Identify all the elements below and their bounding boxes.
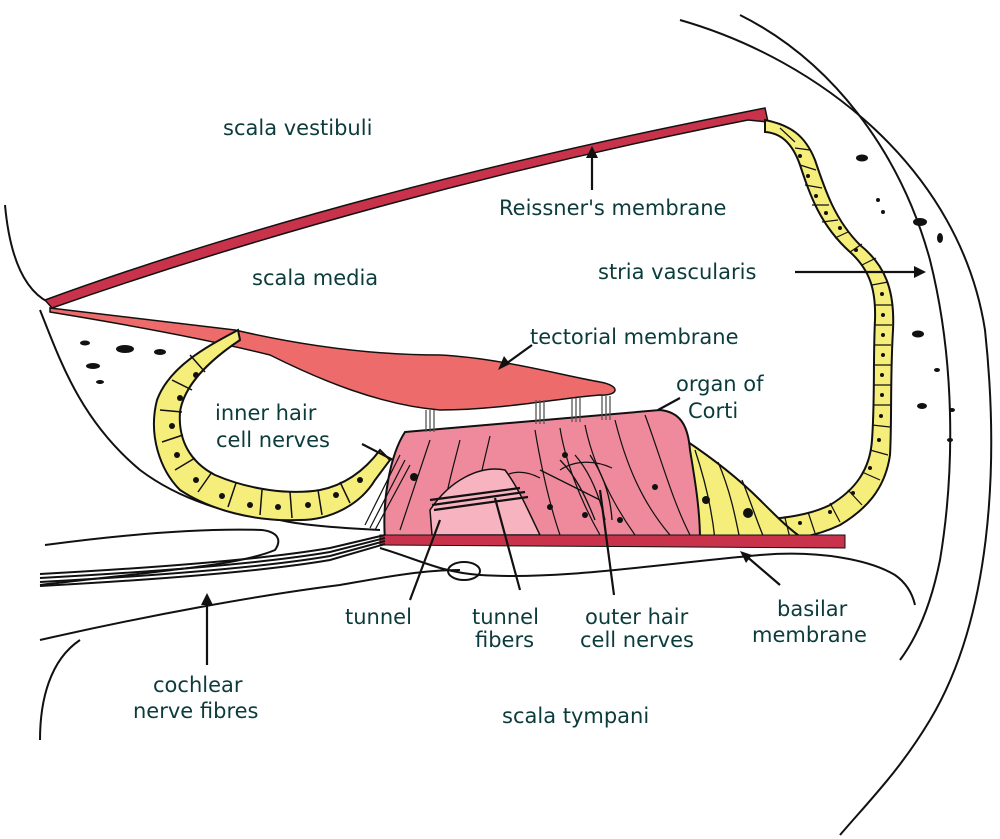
stereocilia xyxy=(425,396,611,432)
outer-cell-nuclei xyxy=(702,496,753,518)
label-outer-hair-2: cell nerves xyxy=(580,628,694,652)
label-cochlear-2: nerve fibres xyxy=(133,699,258,723)
label-inner-hair-1: inner hair xyxy=(215,401,317,425)
label-scala-vestibuli: scala vestibuli xyxy=(223,116,372,140)
label-reissners-membrane: Reissner's membrane xyxy=(499,196,726,220)
label-scala-tympani: scala tympani xyxy=(502,704,649,728)
scala-tympani-floor xyxy=(39,639,81,741)
osseous-spiral-lamina-lower xyxy=(39,569,461,641)
label-tectorial-membrane: tectorial membrane xyxy=(530,325,739,349)
pointer-lines xyxy=(201,146,926,665)
label-scala-media: scala media xyxy=(252,266,378,290)
outer-wall-arc xyxy=(679,19,993,836)
label-group: scala vestibuli Reissner's membrane scal… xyxy=(133,116,867,728)
label-basilar-2: membrane xyxy=(752,623,867,647)
tectorial-membrane-shape xyxy=(49,307,616,411)
label-inner-hair-2: cell nerves xyxy=(216,428,330,452)
organ-nuclei xyxy=(410,452,658,523)
label-tunnel: tunnel xyxy=(345,605,412,629)
spiral-limbus-outline xyxy=(39,309,381,531)
label-outer-hair-1: outer hair xyxy=(585,605,689,629)
label-basilar-1: basilar xyxy=(777,597,848,621)
inner-hair-nerve-lines xyxy=(364,454,411,531)
basilar-membrane-shape xyxy=(379,534,846,549)
modiolus-wall xyxy=(4,204,49,303)
stria-nuclei xyxy=(798,154,885,525)
label-stria-vascularis: stria vascularis xyxy=(598,260,756,284)
label-organ-of-corti-1: organ of xyxy=(676,372,764,396)
inner-sulcus-nuclei xyxy=(169,372,363,510)
nerve-canal xyxy=(447,561,481,581)
cochlear-nerve-fibres-shape xyxy=(39,534,386,587)
inner-sulcus-cell-walls xyxy=(159,354,351,519)
inner-sulcus-cells xyxy=(153,328,392,522)
spiral-ligament-arc xyxy=(739,14,952,661)
limbus-dots xyxy=(80,340,166,384)
label-tunnel-fibers-2: fibers xyxy=(475,628,534,652)
label-organ-of-corti-2: Corti xyxy=(688,399,738,423)
label-tunnel-fibers-1: tunnel xyxy=(472,605,539,629)
ligament-dots xyxy=(856,154,955,442)
tympanic-lip xyxy=(379,547,916,606)
label-cochlear-1: cochlear xyxy=(153,673,243,697)
tunnel-fiber-lines xyxy=(429,486,529,512)
